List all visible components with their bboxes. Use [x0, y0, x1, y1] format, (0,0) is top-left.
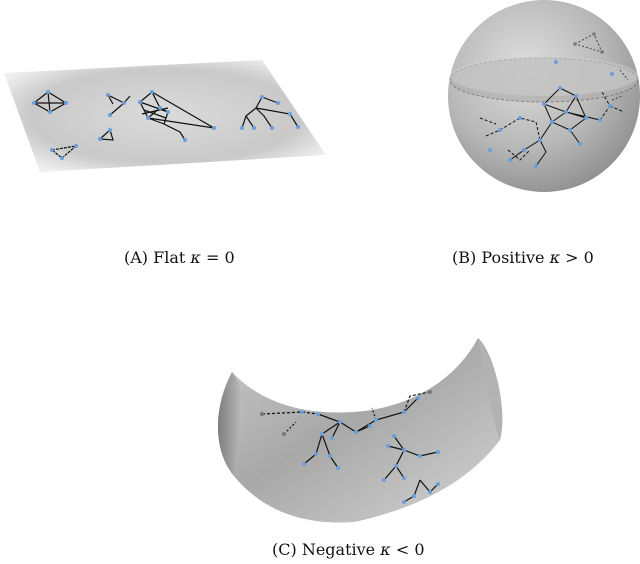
caption-negative-text: Negative [301, 540, 376, 559]
caption-positive: (B) Positive κ > 0 [452, 248, 594, 267]
caption-positive-kappa: κ [549, 248, 561, 267]
caption-flat-kappa: κ [190, 248, 201, 267]
caption-positive-relation: > 0 [565, 248, 594, 267]
caption-flat: (A) Flat κ = 0 [124, 248, 235, 267]
caption-negative-kappa: κ [380, 540, 391, 559]
flat-graph-nodes [32, 90, 300, 160]
caption-negative-label: (C) [272, 540, 297, 559]
flat-plane [4, 60, 326, 172]
sphere-graph-nodes [488, 60, 614, 168]
panel-sphere [448, 0, 640, 192]
caption-positive-text: Positive [481, 248, 545, 267]
panel-saddle [217, 338, 503, 523]
saddle-left-flap [217, 372, 243, 476]
caption-negative: (C) Negative κ < 0 [272, 540, 425, 559]
caption-flat-relation: = 0 [206, 248, 235, 267]
caption-negative-relation: < 0 [395, 540, 425, 559]
panel-flat [4, 60, 326, 172]
caption-positive-label: (B) [452, 248, 477, 267]
caption-flat-text: Flat [153, 248, 186, 267]
saddle-graph-nodes [300, 396, 440, 504]
caption-flat-label: (A) [124, 248, 149, 267]
